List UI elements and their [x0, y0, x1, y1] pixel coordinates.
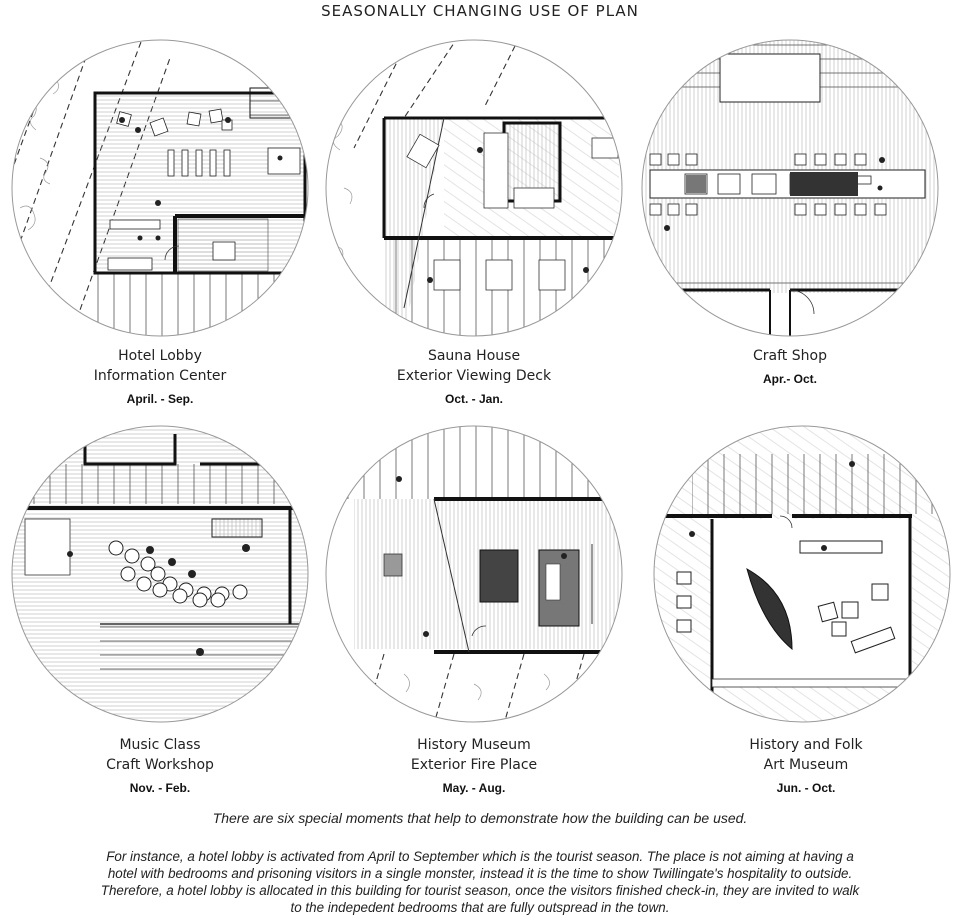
intro-sentence: There are six special moments that help … — [212, 810, 748, 826]
caption-line-2: Art Museum — [763, 757, 849, 773]
caption-music-class: Music Class Craft Workshop Nov. - Feb. — [10, 735, 310, 795]
plan-craft-shop — [640, 38, 940, 338]
plan-hotel-lobby — [10, 38, 310, 338]
caption-sauna-house: Sauna House Exterior Viewing Deck Oct. -… — [324, 346, 624, 406]
caption-period: Apr.- Oct. — [762, 372, 817, 386]
caption-folk-art-museum: History and Folk Art Museum Jun. - Oct. — [656, 735, 956, 795]
caption-history-museum: History Museum Exterior Fire Place May. … — [324, 735, 624, 795]
caption-line-2: Information Center — [93, 368, 227, 384]
caption-line-1: History Museum — [417, 737, 531, 753]
plan-folk-art-museum — [652, 424, 952, 724]
caption-period: Jun. - Oct. — [776, 781, 836, 795]
caption-line-1: Hotel Lobby — [118, 348, 202, 364]
caption-hotel-lobby: Hotel Lobby Information Center April. - … — [10, 346, 310, 406]
caption-line-1: Music Class — [119, 737, 201, 753]
plan-history-museum — [324, 424, 624, 724]
caption-period: May. - Aug. — [442, 781, 506, 795]
caption-line-1: Craft Shop — [753, 348, 827, 364]
page-title: SEASONALLY CHANGING USE OF PLAN — [321, 2, 639, 20]
caption-period: Oct. - Jan. — [444, 392, 503, 406]
plan-music-class — [10, 424, 310, 724]
plan-sauna-house — [324, 38, 624, 338]
caption-line-1: History and Folk — [749, 737, 863, 753]
caption-line-1: Sauna House — [427, 348, 521, 364]
caption-line-2: Exterior Viewing Deck — [396, 368, 552, 384]
caption-period: April. - Sep. — [126, 392, 194, 406]
caption-period: Nov. - Feb. — [129, 781, 191, 795]
caption-craft-shop: Craft Shop Apr.- Oct. — [640, 346, 940, 386]
caption-line-2: Exterior Fire Place — [410, 757, 538, 773]
description-paragraph: For instance, a hotel lobby is activated… — [100, 849, 860, 915]
caption-line-2: Craft Workshop — [106, 757, 214, 773]
